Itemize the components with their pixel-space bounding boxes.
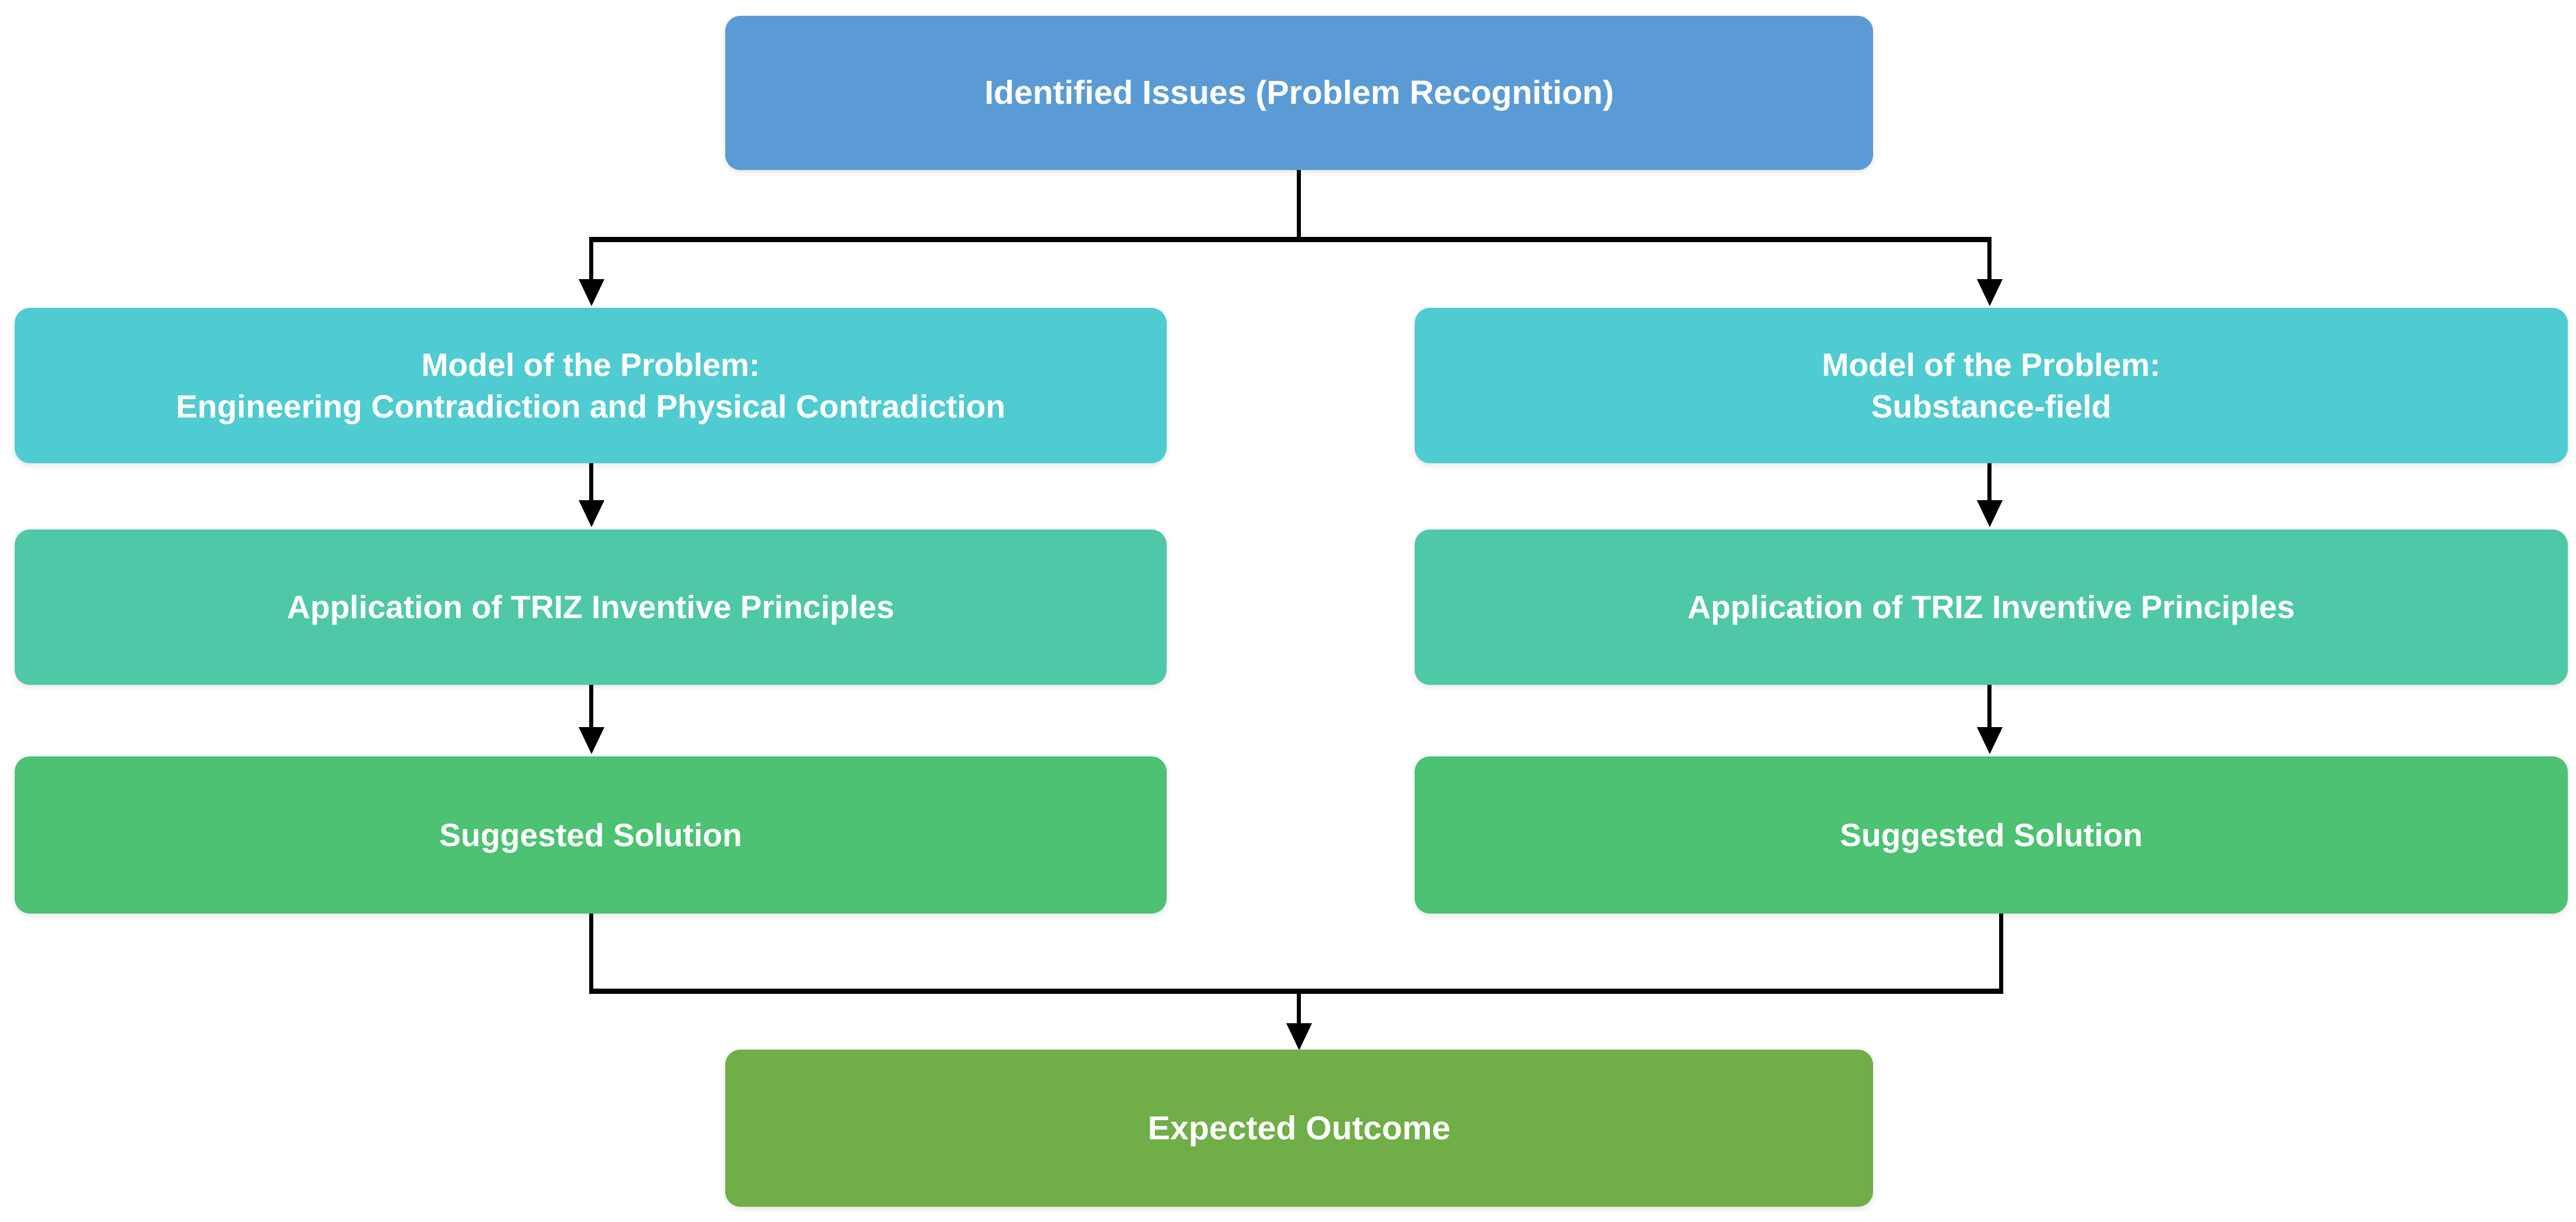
arrowhead-to-triz-right: [1977, 500, 2003, 527]
node-model-of-problem-contradiction[interactable]: Model of the Problem: Engineering Contra…: [15, 308, 1167, 463]
connector-model-right-to-triz-right: [1987, 463, 1992, 503]
connector-merge-bar: [589, 989, 2003, 994]
node-triz-inventive-principles-right[interactable]: Application of TRIZ Inventive Principles: [1415, 529, 2568, 685]
node-suggested-solution-left[interactable]: Suggested Solution: [15, 756, 1167, 914]
arrowhead-to-model-left: [579, 279, 604, 306]
node-suggested-solution-right[interactable]: Suggested Solution: [1415, 756, 2568, 914]
node-expected-outcome[interactable]: Expected Outcome: [725, 1050, 1873, 1207]
connector-split-right-drop: [1987, 237, 1992, 283]
arrowhead-to-solution-left: [579, 727, 604, 754]
connector-triz-left-to-solution-left: [589, 685, 593, 728]
connector-triz-right-to-solution-right: [1987, 685, 1992, 728]
connector-model-left-to-triz-left: [589, 463, 593, 503]
connector-split-bar: [589, 237, 1992, 242]
arrowhead-to-triz-left: [579, 500, 604, 527]
arrowhead-to-expected-outcome: [1286, 1023, 1312, 1050]
arrowhead-to-model-right: [1977, 279, 2003, 306]
node-identified-issues[interactable]: Identified Issues (Problem Recognition): [725, 16, 1873, 170]
arrowhead-to-solution-right: [1977, 727, 2003, 754]
node-model-of-problem-substance-field[interactable]: Model of the Problem: Substance-field: [1415, 308, 2568, 463]
node-triz-inventive-principles-left[interactable]: Application of TRIZ Inventive Principles: [15, 529, 1167, 685]
connector-merge-left-riser: [589, 914, 593, 993]
connector-merge-stem: [1297, 989, 1301, 1045]
connector-merge-right-riser: [1999, 914, 2003, 993]
connector-split-left-drop: [589, 237, 593, 283]
connector-top-stem: [1297, 170, 1301, 242]
